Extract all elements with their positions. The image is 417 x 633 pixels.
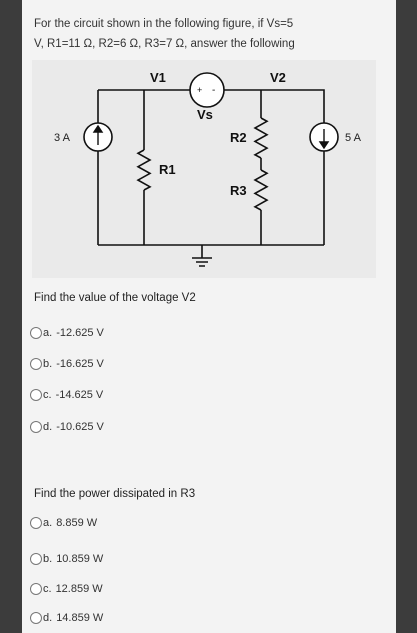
option-text: -10.625 V xyxy=(56,421,104,433)
ground-symbol xyxy=(192,257,212,267)
q1-option-a[interactable]: a. -12.625 V xyxy=(30,325,104,341)
node-v2-label: V2 xyxy=(270,70,286,85)
node-v1-label: V1 xyxy=(150,70,166,85)
voltage-source-vs xyxy=(189,72,225,108)
option-text: 14.859 W xyxy=(56,612,104,624)
circuit-svg: V1 V2 + - Vs 3 A 5 A R1 R2 R3 xyxy=(54,70,362,267)
q1-option-d[interactable]: d. -10.625 V xyxy=(30,419,104,435)
radio-button[interactable] xyxy=(30,517,42,529)
q2-option-d[interactable]: d. 14.859 W xyxy=(30,610,103,626)
q2-option-c[interactable]: c. 12.859 W xyxy=(30,581,103,597)
radio-button[interactable] xyxy=(30,583,42,595)
r3-zigzag xyxy=(253,169,269,211)
r2-zigzag xyxy=(253,117,269,159)
question2-prompt: Find the power dissipated in R3 xyxy=(34,488,196,500)
option-text: 12.859 W xyxy=(55,583,103,595)
r1-label: R1 xyxy=(159,162,176,177)
option-letter: c. xyxy=(43,583,52,595)
r2-label: R2 xyxy=(230,130,247,145)
radio-button[interactable] xyxy=(30,612,42,624)
vs-minus-sign: - xyxy=(212,85,215,96)
radio-button[interactable] xyxy=(30,389,42,401)
q2-option-b[interactable]: b. 10.859 W xyxy=(30,551,103,567)
circuit-diagram: V1 V2 + - Vs 3 A 5 A R1 R2 R3 xyxy=(32,60,376,278)
vs-label: Vs xyxy=(197,107,213,122)
q1-option-b[interactable]: b. -16.625 V xyxy=(30,356,104,372)
r3-label: R3 xyxy=(230,183,247,198)
option-letter: b. xyxy=(43,553,53,565)
question1-prompt: Find the value of the voltage V2 xyxy=(34,292,196,304)
wire-top-right xyxy=(224,89,325,135)
q1-option-c[interactable]: c. -14.625 V xyxy=(30,387,103,403)
option-text: -14.625 V xyxy=(55,389,104,401)
radio-button[interactable] xyxy=(30,421,42,433)
option-letter: b. xyxy=(43,358,53,370)
radio-button[interactable] xyxy=(30,327,42,339)
option-letter: a. xyxy=(43,517,53,529)
source-right-label: 5 A xyxy=(345,132,362,144)
r1-zigzag xyxy=(136,149,152,191)
question-page: For the circuit shown in the following f… xyxy=(22,0,396,633)
option-letter: d. xyxy=(43,421,53,433)
source-left-label: 3 A xyxy=(54,132,71,144)
radio-button[interactable] xyxy=(30,358,42,370)
option-text: 10.859 W xyxy=(56,553,104,565)
problem-line-2: V, R1=11 Ω, R2=6 Ω, R3=7 Ω, answer the f… xyxy=(34,38,295,50)
option-letter: a. xyxy=(43,327,53,339)
option-text: 8.859 W xyxy=(56,517,98,529)
option-text: -12.625 V xyxy=(56,327,104,339)
radio-button[interactable] xyxy=(30,553,42,565)
vs-plus-sign: + xyxy=(197,85,202,95)
problem-statement: For the circuit shown in the following f… xyxy=(34,14,384,54)
option-letter: c. xyxy=(43,389,52,401)
option-text: -16.625 V xyxy=(56,358,104,370)
problem-line-1: For the circuit shown in the following f… xyxy=(34,18,294,30)
option-letter: d. xyxy=(43,612,53,624)
q2-option-a[interactable]: a. 8.859 W xyxy=(30,515,97,531)
